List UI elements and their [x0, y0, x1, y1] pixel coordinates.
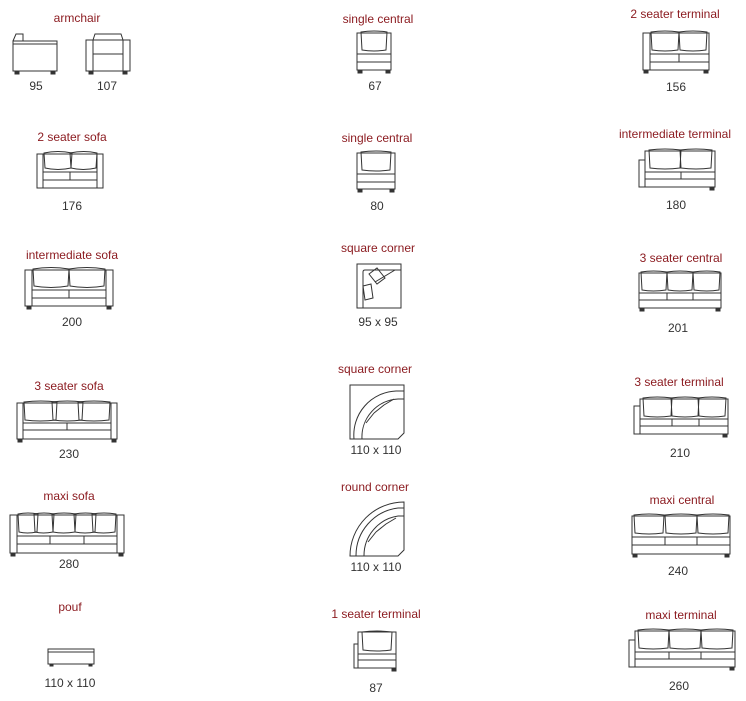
intermediate-terminal-icon [637, 148, 719, 192]
dim-single-central-67: 67 [368, 79, 382, 93]
dim-square-corner-110: 110 x 110 [350, 443, 402, 457]
title-intermediate-sofa: intermediate sofa [25, 248, 119, 262]
dim-single-central-80: 80 [370, 199, 384, 213]
title-maxi-central: maxi central [649, 493, 715, 507]
title-3-seater-sofa: 3 seater sofa [34, 379, 104, 393]
maxi-central-icon [630, 513, 734, 559]
dim-intermediate-sofa: 200 [61, 315, 83, 329]
title-2-seater-sofa: 2 seater sofa [37, 130, 107, 144]
title-2-seater-terminal: 2 seater terminal [630, 7, 720, 21]
pouf-icon [46, 647, 96, 669]
dim-maxi-terminal: 260 [668, 679, 690, 693]
dim-intermediate-terminal: 180 [665, 198, 687, 212]
1-seater-terminal-icon [352, 630, 400, 674]
dim-square-corner-95: 95 x 95 [358, 315, 398, 329]
title-pouf: pouf [58, 600, 82, 614]
title-1-seater-terminal: 1 seater terminal [331, 607, 421, 621]
single-central-67-icon [355, 30, 395, 76]
round-corner-icon [348, 500, 408, 560]
dim-2-seater-terminal: 156 [665, 80, 687, 94]
single-central-80-icon [355, 150, 399, 194]
2-seater-sofa-icon [35, 150, 107, 192]
2-seater-terminal-icon [641, 30, 713, 76]
3-seater-sofa-icon [15, 400, 121, 444]
dim-3-seater-terminal: 210 [669, 446, 691, 460]
title-round-corner: round corner [340, 480, 410, 494]
3-seater-central-icon [637, 270, 725, 314]
3-seater-terminal-icon [632, 396, 732, 440]
title-3-seater-terminal: 3 seater terminal [634, 375, 724, 389]
dim-1-seater-terminal: 87 [369, 681, 383, 695]
title-intermediate-terminal: intermediate terminal [618, 127, 732, 141]
title-square-corner-110: square corner [337, 362, 413, 376]
armchair-side-icon [11, 32, 61, 76]
title-single-central-80: single central [341, 131, 413, 145]
armchair-front-icon [85, 32, 133, 76]
title-single-central-67: single central [342, 12, 414, 26]
title-maxi-sofa: maxi sofa [43, 489, 95, 503]
title-3-seater-central: 3 seater central [639, 251, 723, 265]
dim-3-seater-central: 201 [667, 321, 689, 335]
title-armchair: armchair [53, 11, 101, 25]
dim-armchair-107: 107 [96, 79, 118, 93]
maxi-sofa-icon [8, 512, 128, 558]
square-corner-95-icon [355, 262, 403, 310]
dim-3-seater-sofa: 230 [58, 447, 80, 461]
square-corner-110-icon [348, 383, 406, 441]
dim-armchair-95: 95 [29, 79, 43, 93]
title-maxi-terminal: maxi terminal [645, 608, 717, 622]
title-square-corner-95: square corner [340, 241, 416, 255]
dim-maxi-sofa: 280 [58, 557, 80, 571]
intermediate-sofa-icon [23, 266, 117, 312]
dim-pouf: 110 x 110 [44, 676, 96, 690]
maxi-terminal-icon [627, 628, 739, 672]
dim-maxi-central: 240 [667, 564, 689, 578]
dim-2-seater-sofa: 176 [61, 199, 83, 213]
dim-round-corner: 110 x 110 [350, 560, 402, 574]
